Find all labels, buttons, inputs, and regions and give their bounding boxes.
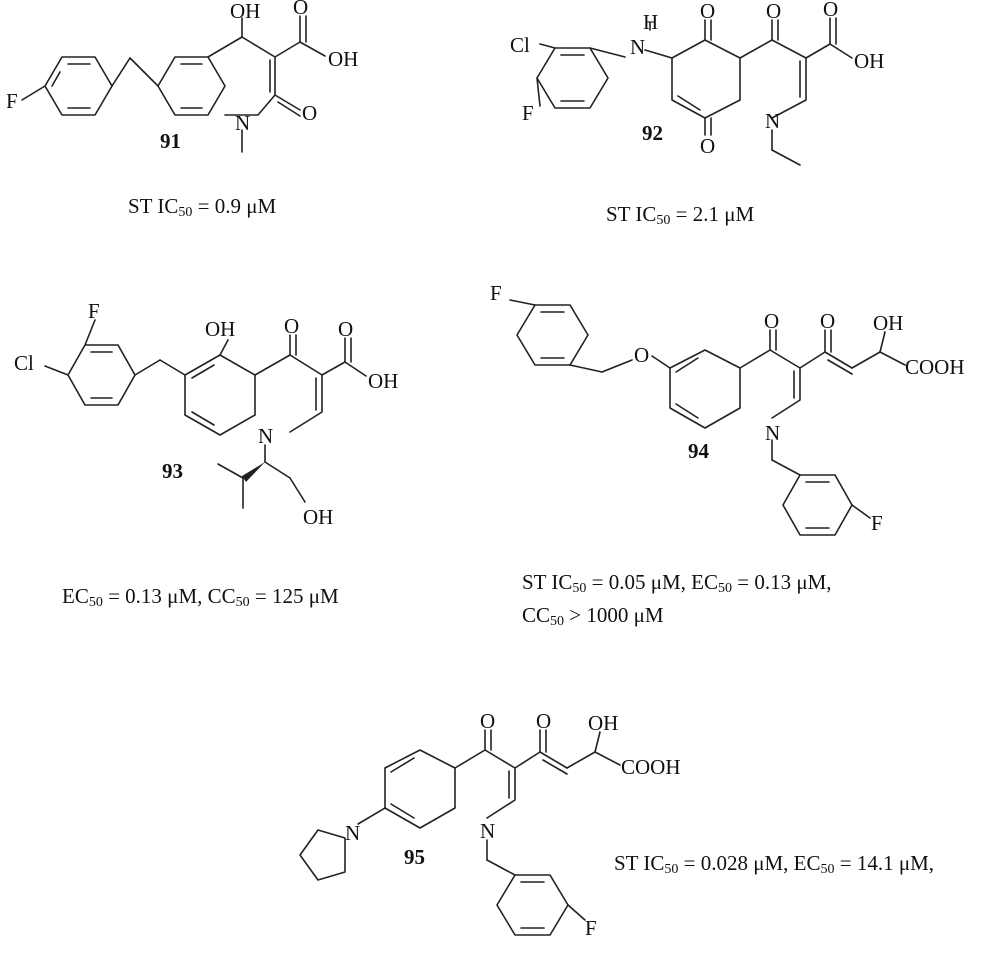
atom-label: F (88, 299, 100, 323)
atom-label: OH (368, 369, 398, 393)
atom-label: O (823, 0, 838, 21)
atom-label: O (764, 309, 779, 333)
atom-label: O (480, 709, 495, 733)
atom-label: OH (588, 711, 618, 735)
atom-label: N (235, 111, 250, 135)
atom-label: O (302, 101, 317, 125)
atom-label: O (338, 317, 353, 341)
structure-95: O O OH COOH N N F 95 (299, 709, 681, 940)
atom-label: F (585, 916, 597, 940)
compound-label: 94 (688, 439, 710, 463)
activity-94: ST IC50 = 0.05 μM, EC50 = 0.13 μM, CC50 … (522, 569, 832, 635)
atom-label: O (284, 314, 299, 338)
atom-label: OH (205, 317, 235, 341)
atom-label: OH (854, 49, 884, 73)
activity-92: ST IC50 = 2.1 μM (606, 202, 755, 228)
atom-label: N (765, 109, 780, 133)
atom-label: N (345, 821, 360, 845)
atom-label: F (871, 511, 883, 535)
atom-label: F (6, 89, 18, 113)
structure-92: H N Cl F O O O OH O N 92 (510, 0, 884, 166)
atom-label: N (480, 819, 495, 843)
compound-label: 92 (642, 121, 663, 145)
atom-label: N (630, 35, 645, 59)
structure-91: OH O OH O N F 91 (6, 0, 358, 153)
activity-91: ST IC50 = 0.9 μM (128, 194, 277, 220)
atom-label: F (490, 281, 502, 305)
activity-94-line-2: CC50 > 1000 μM (522, 603, 664, 629)
atom-label: OH (328, 47, 358, 71)
compound-label: 91 (160, 129, 181, 153)
atom-label: COOH (905, 355, 965, 379)
atom-label: O (820, 309, 835, 333)
compound-label: 95 (404, 845, 425, 869)
atom-label: Cl (510, 33, 530, 57)
atom-label: OH (873, 311, 903, 335)
atom-label: O (634, 343, 649, 367)
activity-95: ST IC50 = 0.028 μM, EC50 = 14.1 μM, (614, 851, 935, 877)
atom-label: F (522, 101, 534, 125)
atom-label: O (766, 0, 781, 23)
atom-label: O (700, 0, 715, 23)
atom-label: O (536, 709, 551, 733)
atom-label: O (700, 134, 715, 158)
activity-94-line-1: ST IC50 = 0.05 μM, EC50 = 0.13 μM, (522, 570, 832, 596)
atom-label: Cl (14, 351, 34, 375)
atom-label: O (293, 0, 308, 19)
atom-label: COOH (621, 755, 681, 779)
structure-94: F O O O OH COOH N F 94 (490, 281, 965, 536)
atom-label: N (765, 421, 780, 445)
compound-label: 93 (162, 459, 183, 483)
atom-label: OH (230, 0, 260, 23)
atom-label: N (258, 424, 273, 448)
atom-label: OH (303, 505, 333, 529)
atom-label: H (643, 10, 658, 34)
activity-93: EC50 = 0.13 μM, CC50 = 125 μM (62, 584, 339, 610)
structure-93: F Cl OH O O OH N OH 93 (14, 299, 398, 529)
